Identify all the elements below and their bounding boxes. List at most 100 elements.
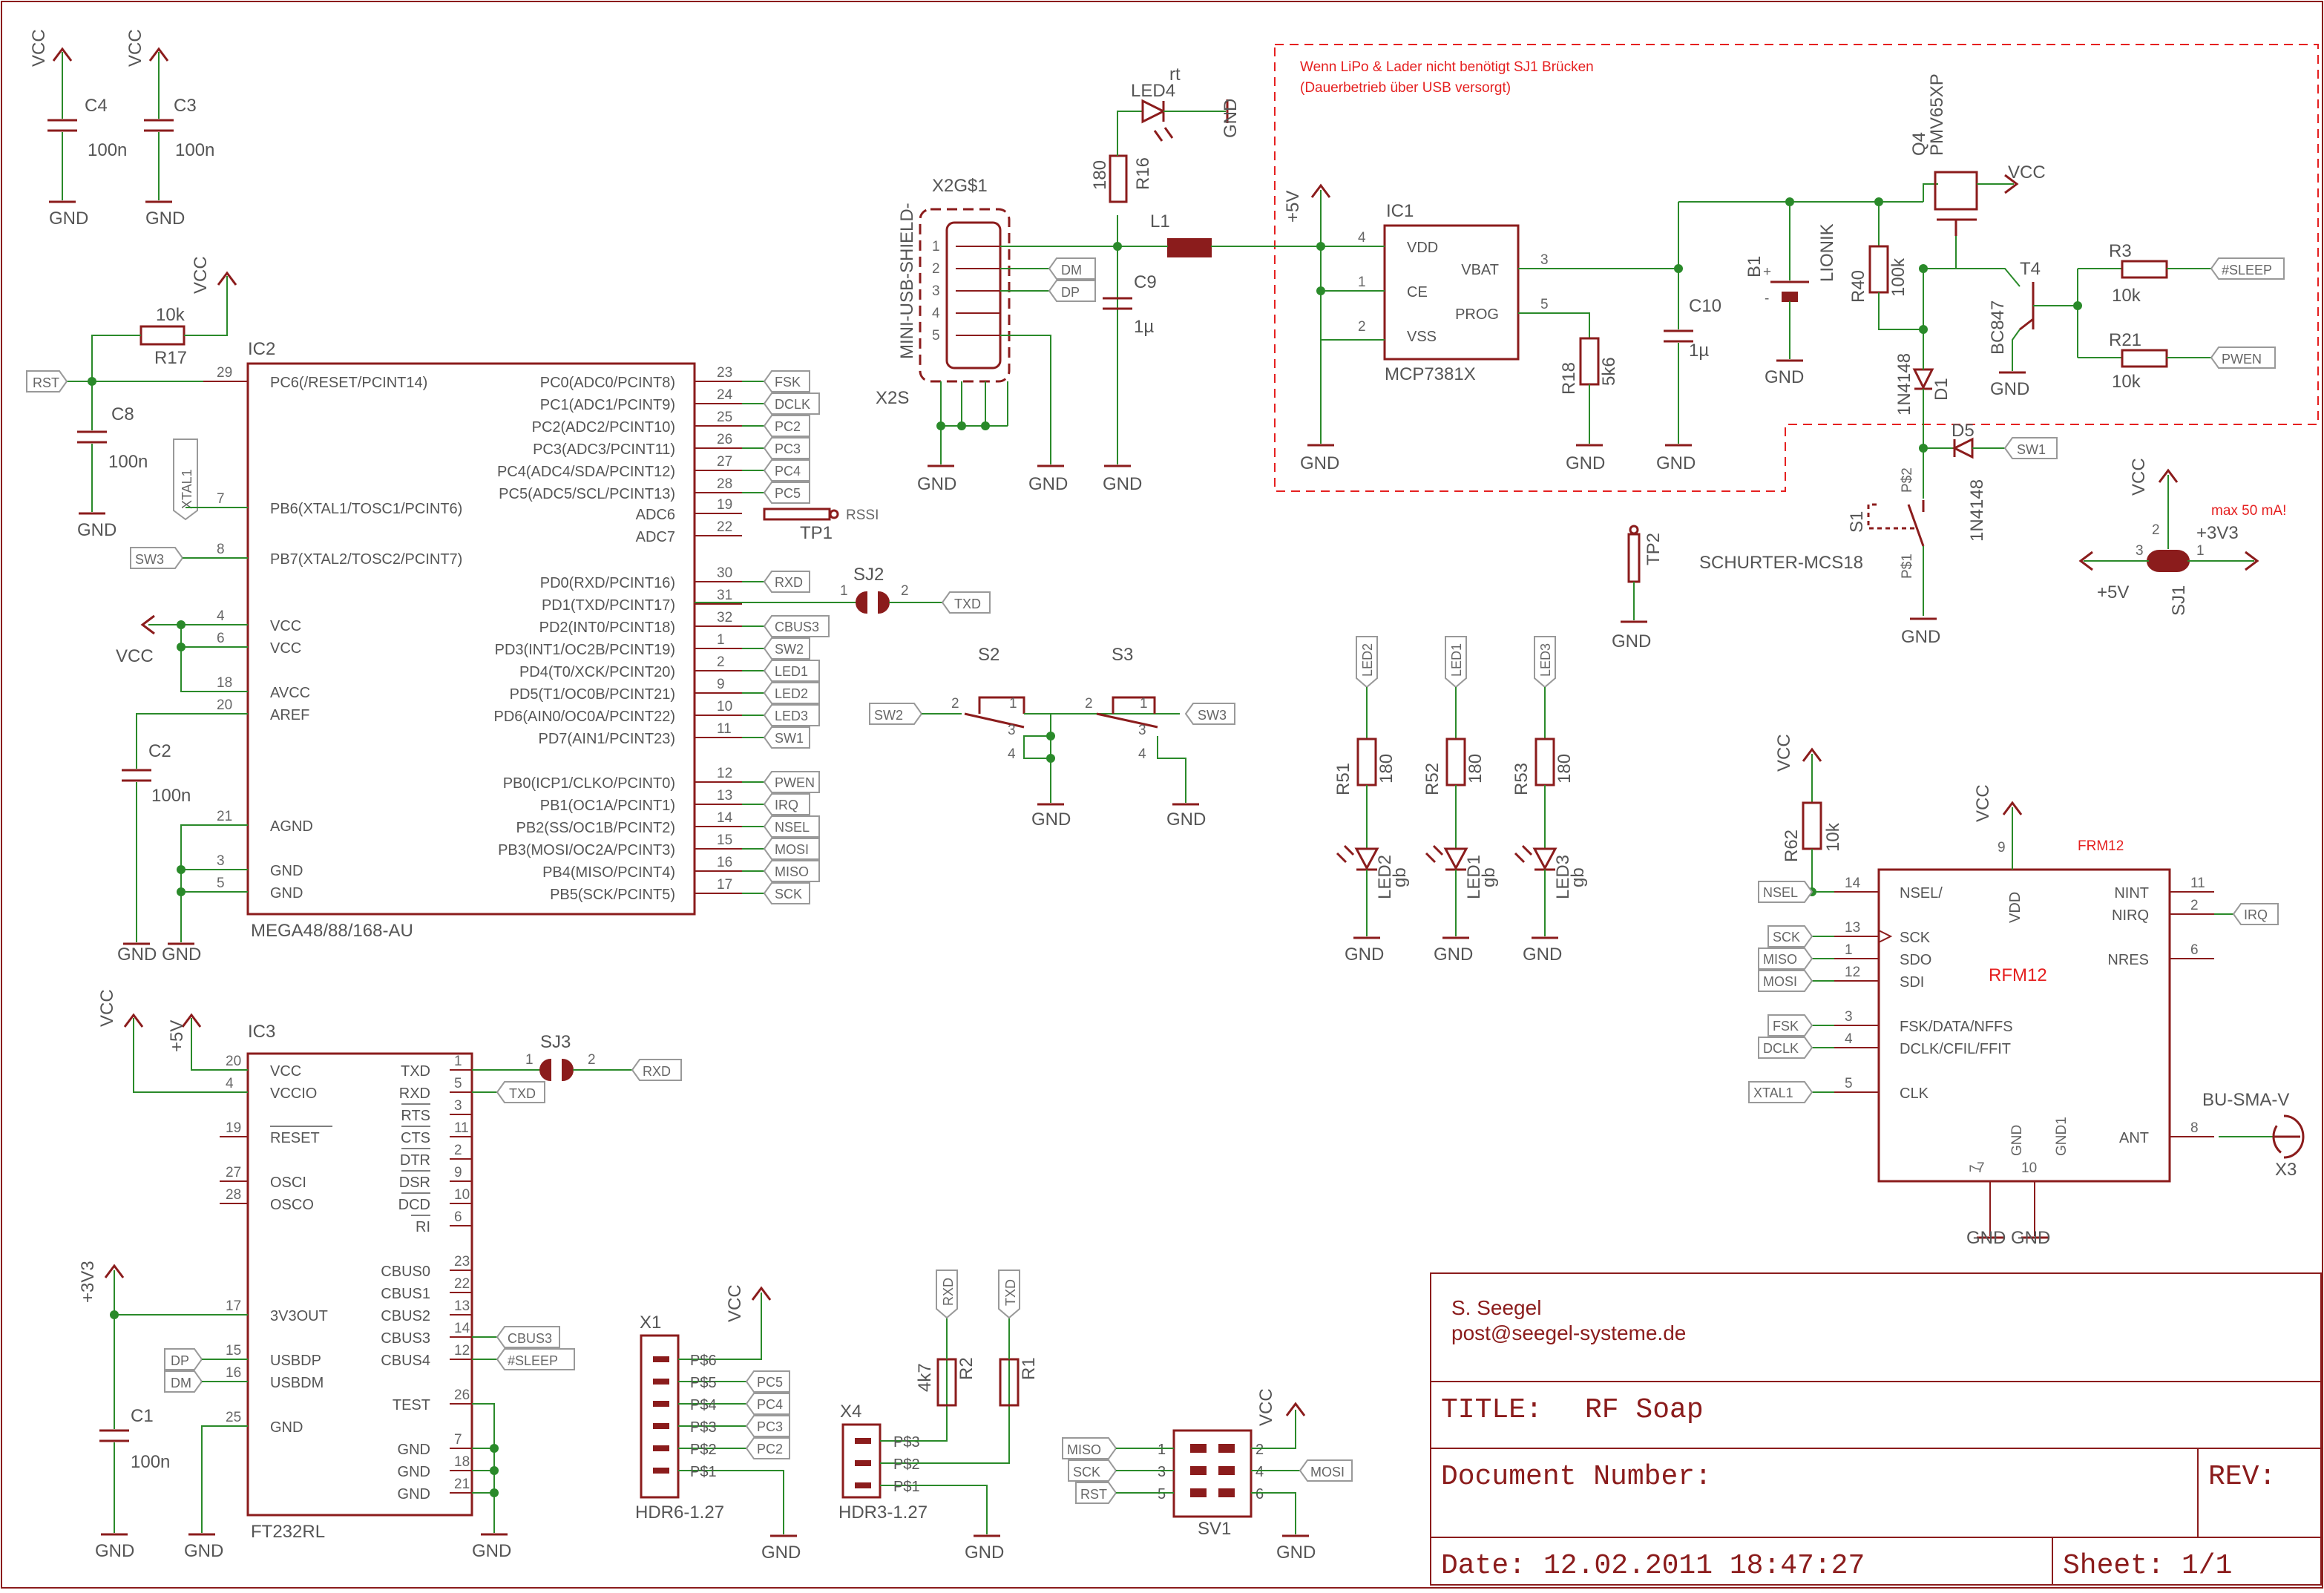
svg-text:TXD: TXD <box>401 1063 430 1080</box>
svg-text:13: 13 <box>454 1298 470 1314</box>
diode-d1 <box>1912 368 1934 390</box>
net-label-sw3: SW3 <box>130 547 184 569</box>
ic2-pin-name: ADC7 <box>636 529 675 545</box>
ic2-pin-name: PD6(AIN0/OC0A/PCINT22) <box>493 709 675 725</box>
lipo-note: Wenn LiPo & Lader nicht benötigt SJ1 Brü… <box>1300 59 1594 75</box>
svg-text:21: 21 <box>454 1477 470 1492</box>
led-led3 <box>1532 847 1557 871</box>
svg-text:SW2: SW2 <box>775 642 804 657</box>
svg-text:8: 8 <box>2190 1120 2199 1136</box>
svg-text:rt: rt <box>1169 65 1181 85</box>
svg-text:PC3: PC3 <box>775 441 801 456</box>
svg-text:R1: R1 <box>1019 1357 1039 1380</box>
svg-text:PC3: PC3 <box>757 1419 783 1434</box>
svg-text:2: 2 <box>901 583 909 599</box>
svg-text:GND: GND <box>1221 99 1241 138</box>
svg-text:RXD: RXD <box>399 1085 430 1102</box>
net-label-irq-rfm: IRQ <box>2232 903 2279 925</box>
svg-text:MOSI: MOSI <box>1310 1465 1345 1479</box>
lipo-note-2: (Dauerbetrieb über USB versorgt) <box>1300 80 1511 96</box>
svg-text:RXD: RXD <box>941 1278 956 1306</box>
ic2-pin-name: PD0(RXD/PCINT16) <box>540 575 675 591</box>
net-label-txd-r1: TXD <box>998 1270 1020 1319</box>
svg-text:CBUS1: CBUS1 <box>381 1286 430 1302</box>
svg-text:DCD: DCD <box>398 1197 430 1213</box>
ic2-pin-name: PB4(MISO/PCINT4) <box>542 864 675 881</box>
svg-text:TXD: TXD <box>1003 1279 1018 1306</box>
led-led4 <box>1141 99 1166 124</box>
svg-text:VCC: VCC <box>97 989 117 1027</box>
charger-region: Wenn LiPo & Lader nicht benötigt SJ1 Brü… <box>1274 44 2319 492</box>
svg-text:TXD: TXD <box>954 597 981 611</box>
net-label-dclk: DCLK <box>763 392 820 415</box>
svg-text:1: 1 <box>1358 275 1366 290</box>
svg-text:VDD: VDD <box>1407 240 1438 256</box>
svg-text:P$1: P$1 <box>893 1479 920 1495</box>
svg-text:RTS: RTS <box>401 1108 430 1124</box>
svg-text:SDI: SDI <box>1900 974 1924 991</box>
resistor-r21 <box>2121 349 2168 368</box>
svg-text:gb: gb <box>1390 867 1410 887</box>
svg-text:LED3: LED3 <box>1538 643 1553 677</box>
svg-text:10k: 10k <box>2112 372 2141 392</box>
svg-text:R16: R16 <box>1133 157 1153 190</box>
ic2-pin-name: PB2(SS/OC1B/PCINT2) <box>516 820 675 836</box>
svg-text:VCC: VCC <box>191 256 211 294</box>
net-label-miso-sv1: MISO <box>1062 1437 1117 1459</box>
svg-text:LED2: LED2 <box>1375 855 1395 899</box>
svg-text:R62: R62 <box>1782 830 1802 862</box>
svg-text:28: 28 <box>226 1187 241 1203</box>
date-label: Date: <box>1441 1550 1526 1582</box>
ic2-pin-num: 13 <box>717 788 732 804</box>
svg-text:3V3OUT: 3V3OUT <box>270 1308 328 1324</box>
svg-text:5: 5 <box>1540 297 1549 312</box>
ic2-pin-num: 24 <box>717 387 733 403</box>
svg-text:5: 5 <box>454 1076 462 1091</box>
svg-text:FSK/DATA/NFFS: FSK/DATA/NFFS <box>1900 1019 2013 1035</box>
net-label-led3: LED3 <box>763 704 820 726</box>
svg-text:6: 6 <box>1255 1486 1264 1502</box>
ic2-pin-num: 8 <box>217 542 225 557</box>
ic2-pin-num: 12 <box>717 766 732 781</box>
svg-text:VCC: VCC <box>1973 784 1993 822</box>
svg-text:R3: R3 <box>2109 241 2132 261</box>
svg-text:P$6: P$6 <box>690 1353 717 1369</box>
svg-text:1: 1 <box>2196 543 2205 559</box>
net-label-led1: LED1 <box>1445 636 1467 689</box>
svg-text:6: 6 <box>2190 942 2199 958</box>
svg-text:P$2: P$2 <box>893 1456 920 1473</box>
ic2-pin-name: PD2(INT0/PCINT18) <box>539 620 675 636</box>
ic2-pin-num: 19 <box>717 497 732 513</box>
svg-text:DCLK/CFIL/FFIT: DCLK/CFIL/FFIT <box>1900 1041 2011 1057</box>
svg-text:P$2: P$2 <box>1900 467 1915 493</box>
svg-text:6: 6 <box>454 1209 462 1225</box>
svg-text:C2: C2 <box>148 741 171 761</box>
ic2-pin-name: ADC6 <box>636 507 675 523</box>
svg-text:11: 11 <box>454 1120 469 1136</box>
svg-text:DM: DM <box>171 1376 191 1390</box>
svg-text:+5V: +5V <box>1283 191 1303 223</box>
net-label-pc3-x1: PC3 <box>745 1415 790 1437</box>
net-label-dm-ic3: DM <box>164 1370 203 1393</box>
net-label-dp-ic3: DP <box>164 1348 203 1370</box>
svg-text:VCC: VCC <box>1774 734 1794 772</box>
ic2-pin-name: PB7(XTAL2/TOSC2/PCINT7) <box>270 551 462 568</box>
net-label-pc2: PC2 <box>763 415 810 437</box>
svg-text:TP2: TP2 <box>1644 533 1664 565</box>
svg-text:MINI-USB-SHIELD-: MINI-USB-SHIELD- <box>897 203 917 359</box>
ic2-pin-num: 14 <box>717 810 733 826</box>
svg-text:1: 1 <box>1140 696 1148 712</box>
svg-text:1: 1 <box>525 1052 534 1068</box>
document-number-label: Document Number: <box>1441 1461 1712 1493</box>
svg-text:DM: DM <box>1061 263 1082 277</box>
svg-text:4: 4 <box>226 1076 234 1091</box>
inductor-l1 <box>1167 238 1212 257</box>
resistor-r52 <box>1445 738 1466 786</box>
svg-text:C1: C1 <box>131 1406 154 1426</box>
svg-text:LED3: LED3 <box>1553 855 1573 899</box>
rfm12-part: RFM12 <box>1989 965 2047 985</box>
svg-text:GND: GND <box>1300 453 1339 473</box>
battery-b1: + - B1 LIONIK GND <box>1744 197 1837 387</box>
net-label-xtal1: XTAL1 <box>173 439 198 521</box>
svg-text:1: 1 <box>932 239 940 254</box>
